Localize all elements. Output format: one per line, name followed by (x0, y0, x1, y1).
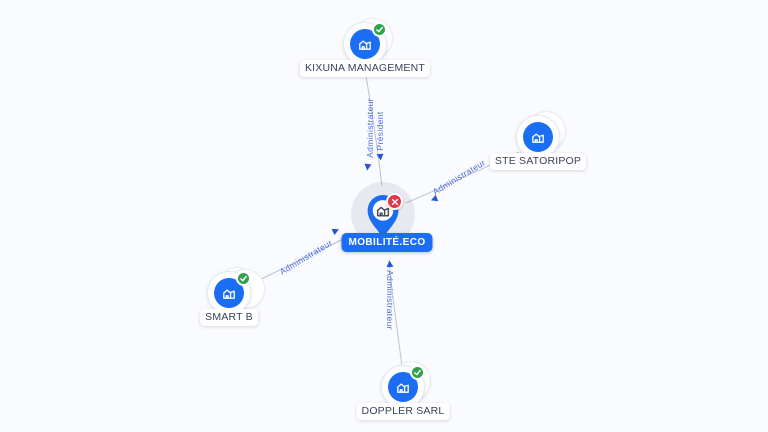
edge-doppler-mobilite (388, 259, 403, 368)
verified-badge (236, 271, 251, 286)
company-circle[interactable] (516, 115, 560, 159)
edge-kixuna-mobilite (365, 75, 383, 187)
company-circle[interactable] (343, 22, 387, 66)
relation-label-administrateur-kixuna: Administrateur (365, 98, 375, 158)
arrow-to-mobilite-2 (364, 163, 372, 171)
relation-label-president: Président (375, 111, 385, 151)
building-icon (359, 40, 371, 50)
check-icon (376, 26, 383, 33)
building-icon (532, 133, 544, 143)
x-icon (391, 198, 398, 205)
company-circle[interactable] (207, 271, 251, 315)
arrow-to-mobilite-5 (386, 260, 394, 268)
company-circle[interactable] (381, 365, 425, 409)
building-icon (223, 289, 235, 299)
center-company-label[interactable]: MOBILITÉ.ECO (341, 233, 433, 252)
company-label[interactable]: STE SATORIPOP (489, 153, 587, 170)
building-icon (397, 383, 409, 393)
verified-badge (372, 22, 387, 37)
arrow-to-mobilite-1 (376, 153, 384, 161)
alert-badge (386, 193, 403, 210)
company-label[interactable]: DOPPLER SARL (356, 403, 450, 420)
company-label[interactable]: KIXUNA MANAGEMENT (299, 60, 431, 77)
building-icon (376, 206, 390, 217)
check-icon (414, 369, 421, 376)
company-label[interactable]: SMART B (200, 309, 258, 326)
verified-badge (410, 365, 425, 380)
arrow-to-mobilite-4 (331, 228, 339, 236)
check-icon (240, 275, 247, 282)
company-avatar (523, 122, 553, 152)
relation-label-administrateur-doppler: Administrateur (385, 270, 395, 330)
arrow-to-mobilite-3 (430, 194, 439, 202)
